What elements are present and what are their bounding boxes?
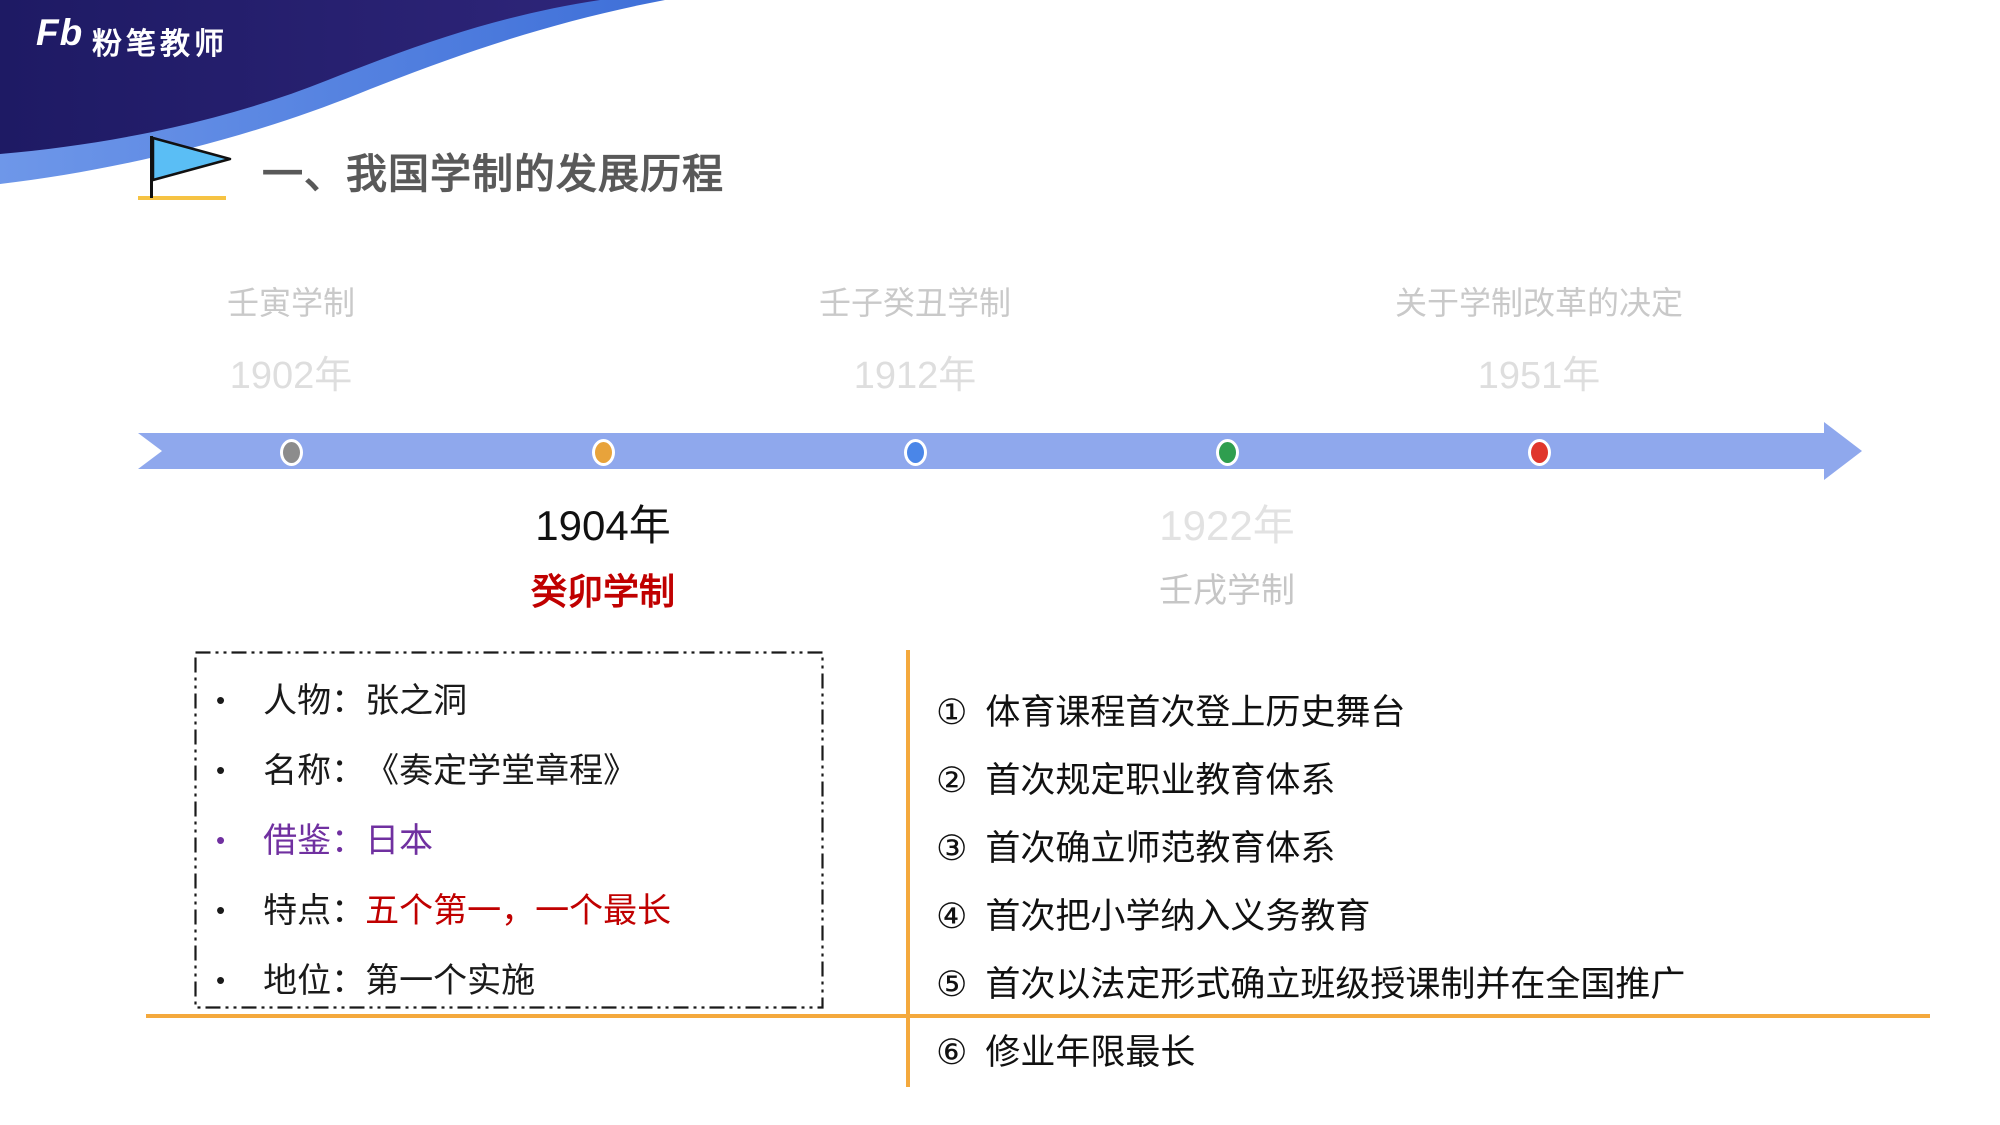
timeline-bar <box>138 433 1825 469</box>
list-item: ① 体育课程首次登上历史舞台 <box>936 694 1685 731</box>
bullet-icon: • <box>216 825 226 855</box>
timeline-dot-1951 <box>1528 439 1551 466</box>
list-item: ② 首次规定职业教育体系 <box>936 762 1685 799</box>
circled-number-icon: ⑤ <box>936 965 968 1004</box>
highlight-text: 首次规定职业教育体系 <box>985 761 1336 800</box>
timeline-arrowhead-icon <box>1824 422 1862 480</box>
milestone-1912-name: 壬子癸丑学制 <box>818 285 1011 321</box>
circled-number-icon: ⑥ <box>936 1033 968 1072</box>
detail-label: 借鉴： <box>263 822 366 860</box>
detail-value: 《奏定学堂章程》 <box>365 752 638 790</box>
circled-number-icon: ③ <box>936 829 968 868</box>
circled-number-icon: ④ <box>936 897 968 936</box>
detail-item-person: • 人物： 张之洞 <box>216 684 671 720</box>
milestone-1904-year: 1904年 <box>535 502 671 549</box>
milestone-1902-year: 1902年 <box>229 355 353 397</box>
detail-item-status: • 地位： 第一个实施 <box>216 964 671 1000</box>
brand-name: 粉笔教师 <box>92 28 228 61</box>
circled-number-icon: ② <box>936 761 968 800</box>
highlight-text: 首次以法定形式确立班级授课制并在全国推广 <box>985 965 1686 1004</box>
detail-label: 人物： <box>263 682 366 720</box>
milestone-1951-name: 关于学制改革的决定 <box>1394 285 1683 321</box>
bullet-icon: • <box>216 965 226 995</box>
list-item: ③ 首次确立师范教育体系 <box>936 830 1685 867</box>
bullet-icon: • <box>216 685 226 715</box>
milestone-1951-year: 1951年 <box>1477 355 1601 397</box>
highlight-text: 体育课程首次登上历史舞台 <box>985 693 1406 732</box>
timeline-dot-1902 <box>280 439 303 466</box>
list-item: ⑥ 修业年限最长 <box>936 1034 1685 1071</box>
detail-value: 张之洞 <box>365 682 468 720</box>
highlight-text: 修业年限最长 <box>985 1033 1196 1072</box>
vertical-divider <box>906 650 910 1087</box>
detail-value: 五个第一，一个最长 <box>365 892 672 930</box>
horizontal-divider <box>146 1014 1930 1018</box>
milestone-1922-year: 1922年 <box>1159 502 1295 549</box>
detail-box: • 人物： 张之洞 • 名称： 《奏定学堂章程》 • 借鉴： 日本 • 特点： … <box>216 684 671 1000</box>
milestone-1912-year: 1912年 <box>853 355 977 397</box>
detail-label: 名称： <box>263 752 366 790</box>
detail-item-features: • 特点： 五个第一，一个最长 <box>216 894 671 930</box>
timeline-dot-1912 <box>904 439 927 466</box>
flag-icon <box>138 136 232 200</box>
detail-value: 日本 <box>365 822 434 860</box>
highlight-text: 首次把小学纳入义务教育 <box>985 897 1371 936</box>
detail-item-reference: • 借鉴： 日本 <box>216 824 671 860</box>
brand-logo-icon: Fb <box>36 12 84 53</box>
timeline-dot-1904 <box>592 439 615 466</box>
detail-box-border <box>194 651 824 1009</box>
brand-wave-decoration <box>0 0 665 184</box>
highlight-text: 首次确立师范教育体系 <box>985 829 1336 868</box>
circled-number-icon: ① <box>936 693 968 732</box>
highlights-list: ① 体育课程首次登上历史舞台 ② 首次规定职业教育体系 ③ 首次确立师范教育体系… <box>936 694 1685 1071</box>
bullet-icon: • <box>216 895 226 925</box>
list-item: ⑤ 首次以法定形式确立班级授课制并在全国推广 <box>936 966 1685 1003</box>
detail-item-title: • 名称： 《奏定学堂章程》 <box>216 754 671 790</box>
detail-label: 地位： <box>263 962 366 1000</box>
bullet-icon: • <box>216 755 226 785</box>
timeline-dot-1922 <box>1216 439 1239 466</box>
milestone-1904-name: 癸卯学制 <box>530 571 675 612</box>
page-title: 一、我国学制的发展历程 <box>262 151 724 197</box>
detail-label: 特点： <box>263 892 366 930</box>
list-item: ④ 首次把小学纳入义务教育 <box>936 898 1685 935</box>
milestone-1922-name: 壬戌学制 <box>1159 572 1295 610</box>
detail-value: 第一个实施 <box>365 962 536 1000</box>
milestone-1902-name: 壬寅学制 <box>226 285 355 321</box>
